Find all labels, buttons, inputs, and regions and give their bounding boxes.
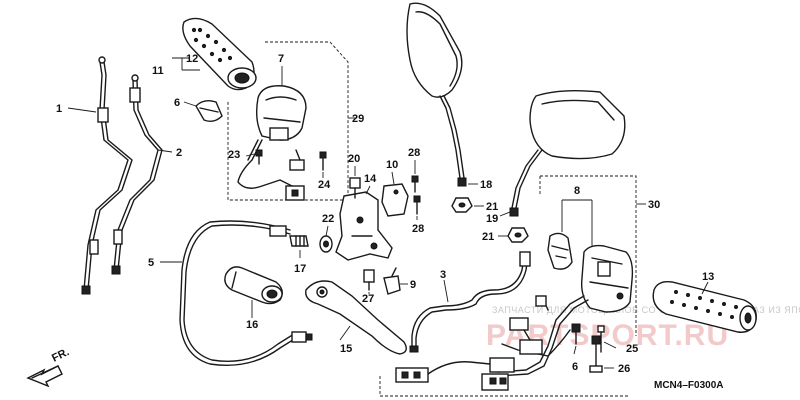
starter-switch-part	[547, 232, 573, 270]
grip-texture	[191, 27, 233, 63]
pin-27	[363, 269, 375, 291]
right-switch-housing	[580, 244, 634, 313]
label-3: 3	[440, 269, 446, 281]
diagram-code: MCN4–F0300A	[654, 380, 723, 391]
pivot-bolt-17	[289, 235, 309, 247]
label-29: 29	[352, 113, 364, 125]
watermark-small-text: ЗАПЧАСТИ ДЛЯ МОТОЦИКЛОВ СО СКЛАДА И ПОД …	[492, 305, 800, 315]
switch-9	[383, 267, 401, 295]
label-17: 17	[294, 263, 306, 275]
nut-21-lower	[507, 227, 529, 243]
label-20: 20	[348, 153, 360, 165]
label-26: 26	[618, 363, 630, 375]
screw-4	[571, 323, 581, 345]
label-12: 12	[186, 53, 198, 65]
label-30: 30	[648, 199, 660, 211]
throttle-cable-1	[81, 56, 133, 295]
screw-25	[597, 325, 605, 353]
cable-guide-6	[195, 99, 223, 123]
label-6-right: 6	[572, 361, 578, 373]
label-7: 7	[278, 53, 284, 65]
label-9: 9	[410, 279, 416, 291]
throttle-housing-7	[255, 85, 307, 141]
screw-28-lower	[413, 195, 421, 215]
label-24: 24	[318, 179, 331, 191]
clutch-lever-15	[305, 280, 407, 355]
label-2: 2	[176, 147, 182, 159]
screw-24	[319, 151, 327, 171]
label-28-lower: 28	[412, 223, 424, 235]
nut-21-upper	[451, 197, 473, 213]
throttle-grip	[182, 17, 257, 91]
label-10: 10	[386, 159, 398, 171]
right-grip-13	[652, 280, 757, 333]
label-14: 14	[364, 173, 377, 185]
label-16: 16	[246, 319, 258, 331]
left-grip-16	[224, 266, 283, 305]
clutch-bracket-14	[335, 191, 393, 261]
front-direction-arrow	[26, 365, 63, 388]
switch-bracket-8	[561, 199, 593, 246]
label-6-left: 6	[174, 97, 180, 109]
clutch-cable	[179, 220, 313, 366]
label-5: 5	[148, 257, 154, 269]
front-label: FR.	[50, 346, 71, 365]
label-8: 8	[574, 185, 580, 197]
right-mirror	[509, 89, 626, 217]
label-19: 19	[486, 213, 498, 225]
label-13: 13	[702, 271, 714, 283]
label-28-upper: 28	[408, 147, 420, 159]
label-25: 25	[626, 343, 638, 355]
label-15: 15	[340, 343, 352, 355]
bolt-20	[349, 177, 361, 199]
label-22: 22	[322, 213, 334, 225]
grip-texture-right	[670, 290, 738, 319]
left-mirror	[406, 2, 467, 187]
label-18: 18	[480, 179, 492, 191]
clutch-switch-10	[381, 183, 409, 217]
label-21-lower: 21	[482, 231, 494, 243]
label-11: 11	[152, 65, 164, 77]
wire-harness-right	[395, 295, 589, 391]
screw-23	[255, 149, 263, 165]
label-23: 23	[228, 149, 240, 161]
cable-3	[409, 251, 531, 353]
label-27: 27	[362, 293, 374, 305]
label-21-upper: 21	[486, 201, 498, 213]
screw-28-upper	[411, 175, 419, 193]
throttle-cable-2	[111, 74, 163, 275]
screw-26	[589, 335, 603, 373]
nut-22	[319, 235, 333, 253]
label-1: 1	[56, 103, 62, 115]
switch-wiring-left	[237, 139, 305, 201]
